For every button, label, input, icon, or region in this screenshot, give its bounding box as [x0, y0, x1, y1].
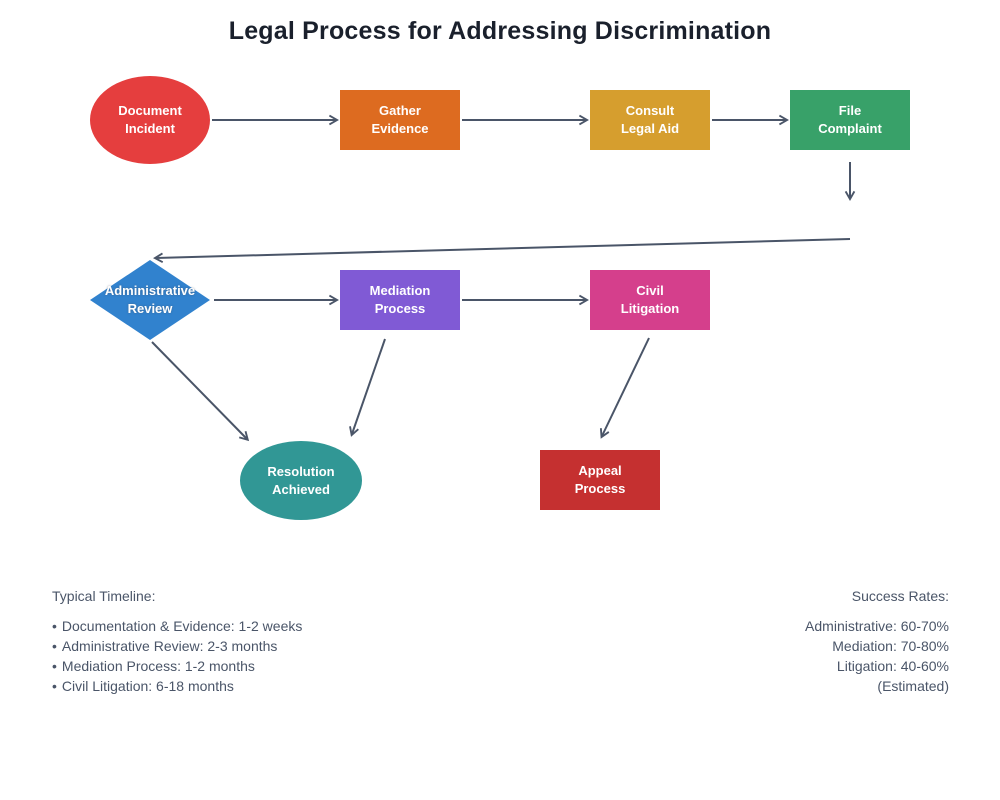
success-rates-notes: Success Rates: Administrative: 60-70% Me… — [805, 586, 949, 696]
arrow-mediation-to-resolution — [349, 338, 386, 437]
success-rate-item: (Estimated) — [877, 678, 949, 694]
node-resolution-achieved: Resolution Achieved — [240, 441, 362, 520]
page-title: Legal Process for Addressing Discriminat… — [228, 17, 772, 45]
timeline-item: •Civil Litigation: 6-18 months — [52, 678, 234, 694]
bullet-glyph: • — [52, 638, 57, 654]
node-consult-legal-aid: Consult Legal Aid — [590, 90, 710, 150]
timeline-item: •Documentation & Evidence: 1-2 weeks — [52, 618, 303, 634]
node-civil-litigation: Civil Litigation — [590, 270, 710, 330]
arrow-return-to-administrative-review — [153, 238, 851, 264]
node-label: Mediation Process — [369, 283, 431, 316]
node-gather-evidence: Gather Evidence — [340, 90, 460, 150]
success-rates-heading: Success Rates: — [851, 588, 949, 604]
node-file-complaint: File Complaint — [790, 90, 910, 150]
node-mediation-process: Mediation Process — [340, 270, 460, 330]
node-label: File Complaint — [818, 103, 882, 136]
timeline-notes: Typical Timeline: •Documentation & Evide… — [52, 586, 302, 696]
success-rate-item: Litigation: 40-60% — [836, 658, 949, 674]
bullet-glyph: • — [52, 678, 57, 694]
node-label: Gather Evidence — [371, 103, 429, 136]
success-rate-item: Mediation: 70-80% — [832, 638, 949, 654]
bullet-glyph: • — [52, 618, 57, 634]
node-label: Resolution Achieved — [267, 463, 335, 497]
node-administrative-review: Administrative Review — [90, 260, 210, 340]
arrow-administrative-to-resolution — [151, 341, 250, 442]
success-rate-item: Administrative: 60-70% — [805, 618, 949, 634]
node-appeal-process: Appeal Process — [540, 450, 660, 510]
node-label: Consult Legal Aid — [620, 103, 680, 136]
timeline-item: •Administrative Review: 2-3 months — [52, 638, 278, 654]
node-label: Appeal Process — [574, 463, 626, 496]
node-document-incident: Document Incident — [90, 76, 210, 164]
node-label: Civil Litigation — [620, 283, 680, 316]
node-label: Document Incident — [118, 103, 182, 136]
arrow-civil-to-appeal — [599, 337, 650, 439]
timeline-heading: Typical Timeline: — [52, 588, 156, 604]
bullet-glyph: • — [52, 658, 57, 674]
timeline-item: •Mediation Process: 1-2 months — [52, 658, 255, 674]
node-label: Administrative Review — [104, 283, 196, 316]
